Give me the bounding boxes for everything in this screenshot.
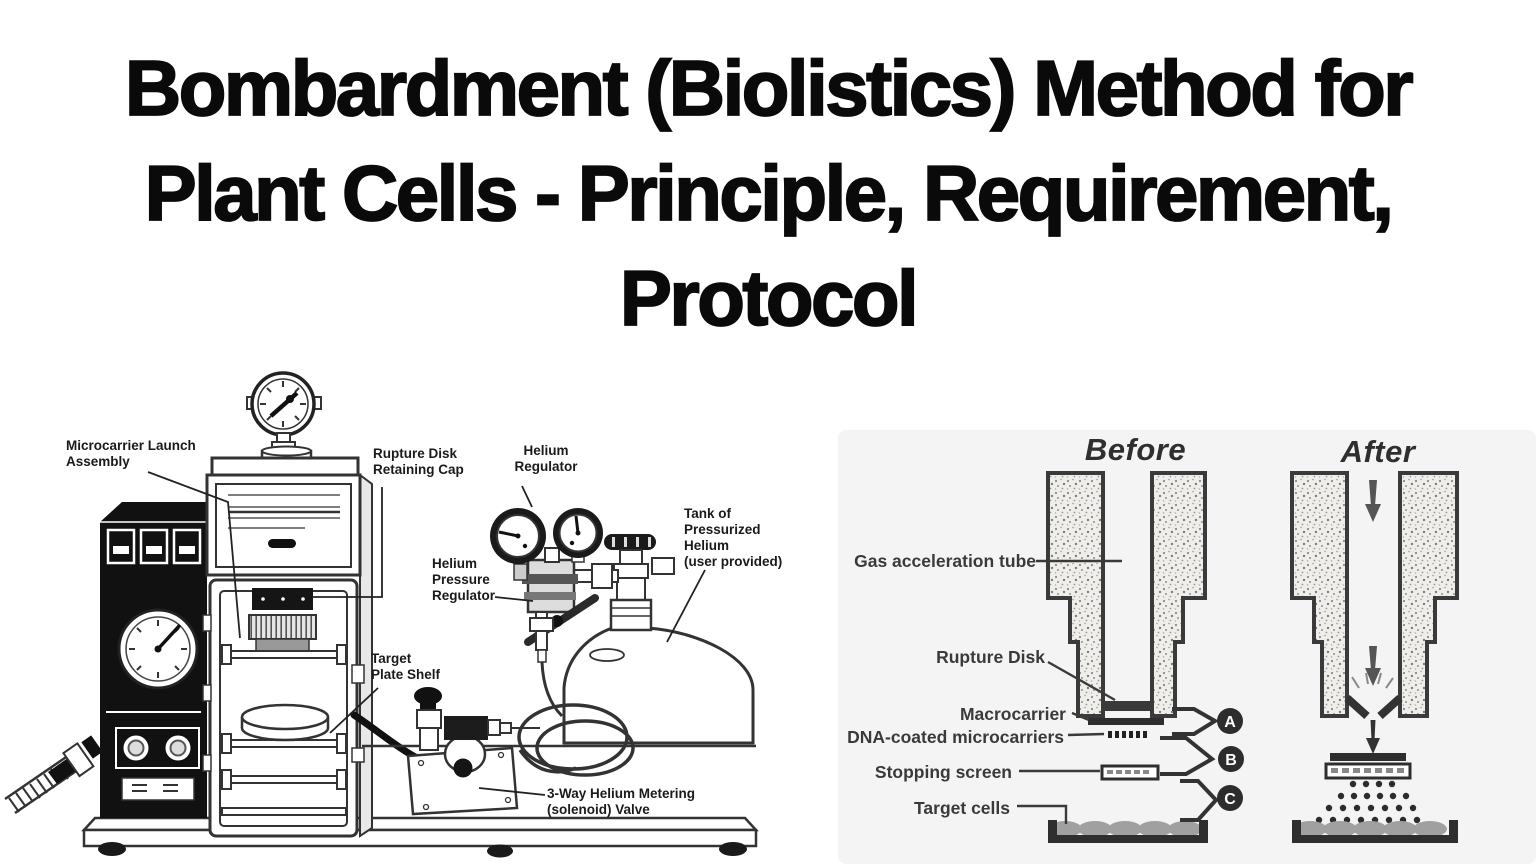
before-gas-acceleration-tube	[1046, 471, 1207, 718]
label-target-plate-shelf: Target Plate Shelf	[371, 651, 441, 682]
machine-leader-lines	[147, 471, 706, 796]
process-leader-lines	[1017, 559, 1122, 824]
foot	[487, 844, 513, 858]
label-helium-regulator: Helium Regulator	[514, 443, 578, 474]
after-stopping-screen-part	[1324, 762, 1412, 780]
launch-chamber-tower	[205, 456, 373, 838]
label-three-way-valve: 3-Way Helium Metering (solenoid) Valve	[547, 786, 696, 817]
door-latch	[351, 664, 365, 684]
regulator-gauge-left	[490, 508, 546, 564]
stopping-screen-part	[1100, 764, 1160, 781]
title-line-1: Bombardment (Biolistics) Method for	[124, 43, 1414, 133]
vacuum-gauge	[117, 608, 199, 690]
control-cabinet	[100, 502, 207, 818]
solenoid-valve-assembly	[406, 687, 540, 816]
helium-regulator-assembly	[490, 508, 619, 718]
after-macrocarrier-part	[1330, 753, 1406, 761]
macrocarrier-part	[1088, 718, 1164, 725]
hinge	[202, 614, 212, 632]
step-brackets	[1160, 707, 1219, 822]
marker-a-letter: A	[1224, 714, 1236, 731]
before-after-figure: A B C	[838, 430, 1536, 864]
label-target-cells: Target cells	[914, 798, 1010, 818]
after-target-cells-dish	[1292, 820, 1458, 843]
title-line-3: Protocol	[619, 253, 920, 343]
before-assembly	[1048, 701, 1208, 843]
foot	[98, 842, 126, 856]
after-title: After	[1340, 434, 1416, 469]
top-pressure-gauge	[246, 371, 322, 472]
label-plate	[121, 777, 195, 801]
title-line-2: Plant Cells - Principle, Requirement,	[144, 148, 1395, 238]
tank-handwheel	[604, 534, 656, 550]
label-helium-pressure-regulator: Helium Pressure Regulator	[432, 556, 496, 603]
after-gas-acceleration-tube	[1290, 471, 1459, 718]
door-text-lines	[228, 494, 340, 529]
launch-arrow	[1366, 720, 1380, 754]
marker-c-circle	[1217, 785, 1243, 811]
marker-c-letter: C	[1224, 791, 1236, 808]
regulator-gauge-right	[553, 508, 603, 558]
base-platform	[81, 816, 759, 858]
sample-chamber	[202, 578, 365, 838]
after-assembly	[1292, 480, 1458, 843]
gas-flow-arrows	[1365, 480, 1381, 686]
rupture-disk-part	[1103, 701, 1150, 711]
power-switches	[106, 528, 202, 565]
hinge	[202, 684, 212, 702]
marker-b-letter: B	[1225, 752, 1237, 769]
biolistic-device-figure	[4, 371, 759, 858]
marker-a-circle	[1217, 708, 1243, 734]
step-markers: A B C	[1217, 708, 1244, 811]
hinge	[202, 754, 212, 772]
needle-valve	[414, 687, 442, 751]
coiled-tubing	[517, 703, 635, 777]
dna-coated-microcarriers-part	[1108, 731, 1147, 738]
marker-b-circle	[1218, 746, 1244, 772]
label-tank-of-pressurized-helium: Tank of Pressurized Helium (user provide…	[684, 506, 783, 569]
before-title: Before	[1084, 432, 1187, 467]
door-handle-slot	[268, 539, 296, 548]
target-cells-dish	[1048, 820, 1208, 843]
petri-dish-in-chamber	[240, 703, 330, 742]
vacuum-hose	[4, 735, 103, 815]
label-macrocarrier: Macrocarrier	[959, 704, 1066, 724]
label-dna-coated-microcarriers: DNA-coated microcarriers	[847, 727, 1064, 747]
microcarrier-launch-assembly-part	[248, 614, 317, 652]
page-title: Bombardment (Biolistics) Method for Plan…	[0, 0, 1536, 351]
valve-port	[453, 758, 473, 778]
burst-rupture-disk	[1344, 672, 1403, 719]
label-rupture-disk-retaining-cap: Rupture Disk Retaining Cap	[373, 446, 464, 477]
foot	[719, 842, 747, 856]
label-gas-acceleration-tube: Gas acceleration tube	[854, 551, 1036, 571]
control-knobs	[115, 727, 200, 769]
door-latch	[351, 747, 365, 763]
chamber-shelves	[221, 644, 347, 816]
label-stopping-screen: Stopping screen	[874, 762, 1012, 782]
label-microcarrier-launch-assembly: Microcarrier Launch Assembly	[66, 438, 196, 469]
label-rupture-disk: Rupture Disk	[936, 647, 1045, 667]
